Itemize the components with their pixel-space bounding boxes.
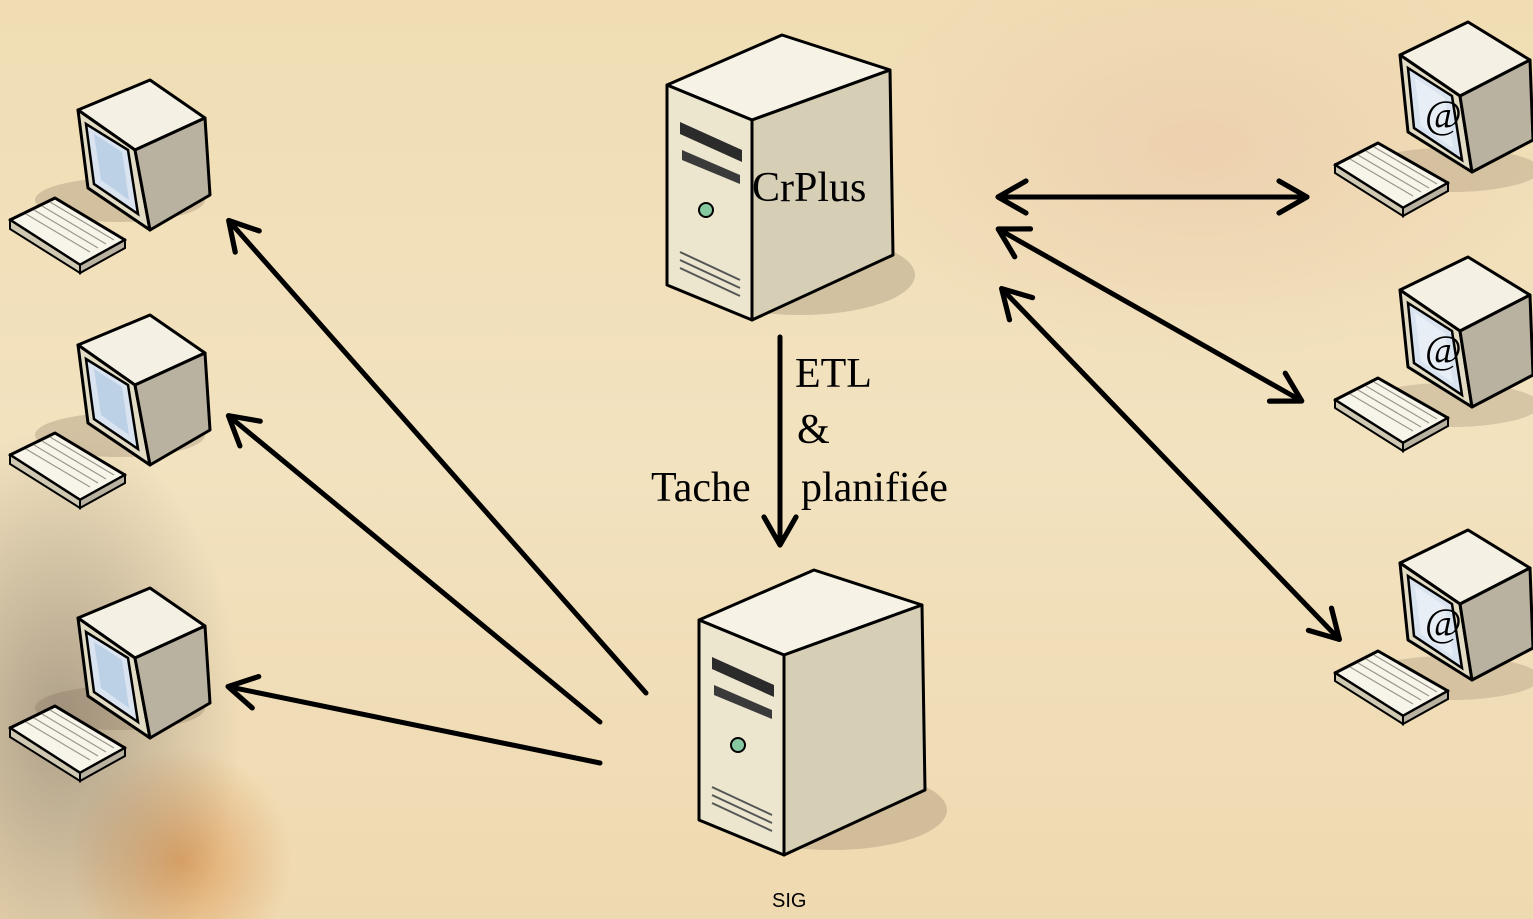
server-tower-icon xyxy=(697,568,949,857)
sig-to-client-3-arrow xyxy=(225,673,603,766)
sig-to-client-1-arrow xyxy=(226,217,649,696)
ampersand-label: & xyxy=(797,407,830,453)
etl-label: ETL xyxy=(795,351,872,397)
tache-label: Tache xyxy=(651,465,751,511)
crplus-server-label: CrPlus xyxy=(752,165,867,211)
web-computer-icon xyxy=(1333,528,1533,726)
internal-client-3 xyxy=(8,586,212,783)
sig-server-label: SIG xyxy=(772,890,807,912)
crplus-web-client-3-arrow xyxy=(999,285,1342,643)
desktop-computer-icon xyxy=(8,313,212,510)
desktop-computer-icon xyxy=(8,586,212,783)
web-client-3 xyxy=(1333,528,1533,726)
internal-client-2 xyxy=(8,313,212,510)
web-computer-icon xyxy=(1333,20,1533,218)
web-client-2 xyxy=(1333,255,1533,453)
crplus-web-client-2-arrow xyxy=(995,226,1305,404)
sig-to-client-2-arrow xyxy=(225,413,603,725)
desktop-computer-icon xyxy=(8,78,212,275)
planifiee-label: planifiée xyxy=(801,465,948,511)
internal-client-1 xyxy=(8,78,212,275)
web-computer-icon xyxy=(1333,255,1533,453)
web-client-1 xyxy=(1333,20,1533,218)
sig-server xyxy=(697,568,949,857)
